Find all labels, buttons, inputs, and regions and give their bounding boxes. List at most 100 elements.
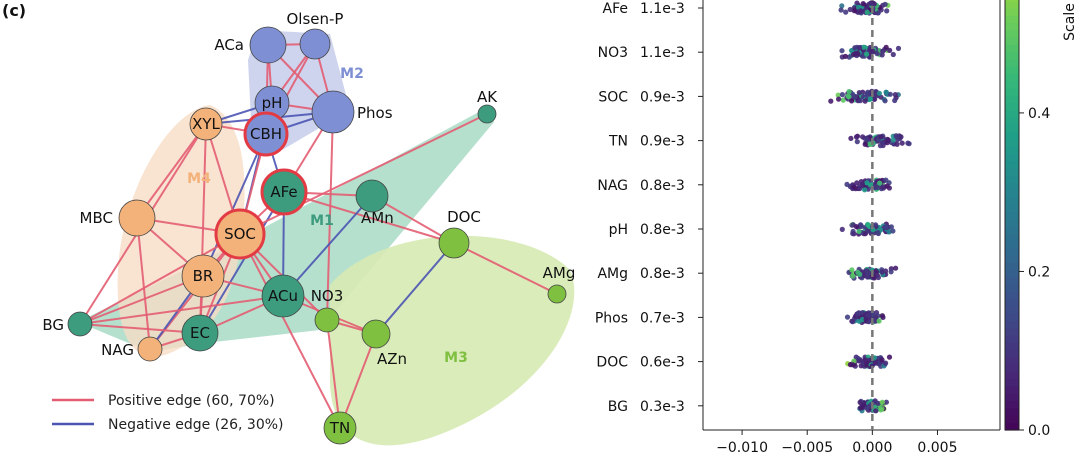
strip-point-bg-64 <box>875 400 881 406</box>
colorbar-segment-56 <box>1005 400 1019 409</box>
strip-point-soc-46 <box>840 97 846 103</box>
strip-point-no3-67 <box>870 48 876 54</box>
strip-point-phos-65 <box>876 318 882 324</box>
strip-point-afe-69 <box>868 0 874 6</box>
y-tick-label-doc: DOC <box>596 355 628 371</box>
strip-point-doc-61 <box>886 354 893 360</box>
colorbar-segment-43 <box>1005 306 1019 315</box>
strip-point-ph-66 <box>853 224 860 230</box>
colorbar-segment-51 <box>1005 364 1019 373</box>
colorbar-segment-38 <box>1005 270 1019 278</box>
node-circle-ak <box>477 104 497 124</box>
strip-point-no3-58 <box>874 51 880 57</box>
strip-point-afe-54 <box>882 1 888 7</box>
node-circle-phos <box>311 90 355 134</box>
node-label-mbc: MBC <box>80 209 113 227</box>
strip-point-tn-60 <box>884 140 890 146</box>
strip-point-bg-66 <box>883 399 890 405</box>
strip-point-afe-53 <box>884 8 890 14</box>
strip-point-soc-62 <box>867 96 874 102</box>
strip-point-phos-63 <box>855 310 862 316</box>
network-nodes: ACaOlsen-PpHPhosCBHXYLAKAFeAMnMBCSOCDOCA… <box>42 10 576 445</box>
strip-point-doc-58 <box>850 362 856 368</box>
strip-point-afe-67 <box>858 8 864 14</box>
importance-value-soc: 0.9e-3 <box>640 89 685 105</box>
colorbar-segment-57 <box>1005 408 1019 417</box>
node-label-no3: NO3 <box>311 287 344 305</box>
node-xyl: XYL <box>189 107 223 141</box>
strip-point-tn-59 <box>890 137 896 143</box>
strip-point-tn-31 <box>906 141 912 147</box>
strip-point-soc-65 <box>876 90 883 96</box>
strip-point-amg-34 <box>888 269 894 275</box>
colorbar-segment-25 <box>1005 175 1019 184</box>
strip-point-no3-53 <box>842 53 849 60</box>
node-circle-afe <box>260 168 308 216</box>
strip-point-nag-65 <box>851 184 857 190</box>
node-label-amg: AMg <box>543 264 576 282</box>
node-circle-bg <box>67 311 93 337</box>
node-olsen-p: Olsen-P <box>287 10 343 60</box>
strip-point-tn-56 <box>877 143 884 149</box>
colorbar-tick-label-0: 0.0 <box>1028 423 1050 439</box>
strip-point-ph-54 <box>888 224 895 230</box>
strip-point-afe-66 <box>864 9 870 15</box>
strip-point-nag-66 <box>862 187 868 193</box>
colorbar-label: Scale <box>1062 3 1078 41</box>
node-circle-amg <box>547 284 567 304</box>
node-circle-doc <box>438 227 470 259</box>
node-label-bg: BG <box>42 316 64 334</box>
strip-point-no3-3 <box>895 45 902 52</box>
strip-point-phos-66 <box>859 317 866 323</box>
colorbar-segment-59 <box>1005 422 1019 431</box>
strip-point-soc-52 <box>836 96 842 102</box>
strip-point-soc-64 <box>852 94 858 100</box>
strip-point-bg-62 <box>858 405 864 411</box>
colorbar-segment-31 <box>1005 219 1019 228</box>
strip-point-doc-69 <box>862 357 869 363</box>
strip-point-no3-60 <box>861 44 867 50</box>
strip-point-afe-61 <box>839 3 845 9</box>
strip-point-nag-60 <box>864 180 870 186</box>
strip-point-phos-61 <box>872 314 879 320</box>
strip-point-soc-35 <box>835 92 841 98</box>
node-br: BR <box>181 254 225 298</box>
strip-point-tn-66 <box>854 139 860 145</box>
strip-point-afe-41 <box>843 9 849 15</box>
strip-point-bg-45 <box>878 407 884 413</box>
strip-point-soc-10 <box>892 97 898 104</box>
strip-point-amg-57 <box>855 269 861 275</box>
colorbar-segment-30 <box>1005 212 1019 220</box>
colorbar-segment-58 <box>1005 415 1019 424</box>
strip-point-tn-57 <box>880 139 886 145</box>
colorbar-segment-44 <box>1005 313 1019 322</box>
importance-value-nag: 0.8e-3 <box>640 178 685 194</box>
edge-amn-acu <box>282 195 373 297</box>
edge-legend: Positive edge (60, 70%)Negative edge (26… <box>52 393 284 433</box>
edge-doc-amg <box>453 242 558 295</box>
y-tick-label-nag: NAG <box>597 178 628 194</box>
y-tick-label-phos: Phos <box>595 310 628 326</box>
colorbar-frame <box>1004 0 1020 431</box>
colorbar-segment-55 <box>1005 393 1019 402</box>
node-tn: TN <box>323 411 357 445</box>
edge-ec-bg <box>79 323 201 334</box>
strip-point-soc-18 <box>828 98 834 104</box>
node-label-afe: AFe <box>270 183 297 201</box>
node-circle-xyl <box>189 107 223 141</box>
colorbar-segment-13 <box>1005 88 1019 97</box>
x-tick-label-0: −0.010 <box>716 440 768 456</box>
strip-point-tn-52 <box>853 134 860 140</box>
strip-point-soc-63 <box>857 98 863 104</box>
edge-phos-no3 <box>326 111 334 321</box>
node-circle-soc <box>214 208 266 260</box>
node-circle-nag <box>137 336 163 362</box>
colorbar-segment-3 <box>1005 15 1019 24</box>
colorbar-segment-20 <box>1005 139 1019 148</box>
strip-point-ph-68 <box>875 230 881 236</box>
strip-point-soc-66 <box>846 94 852 100</box>
strip-point-no3-23 <box>839 48 845 54</box>
